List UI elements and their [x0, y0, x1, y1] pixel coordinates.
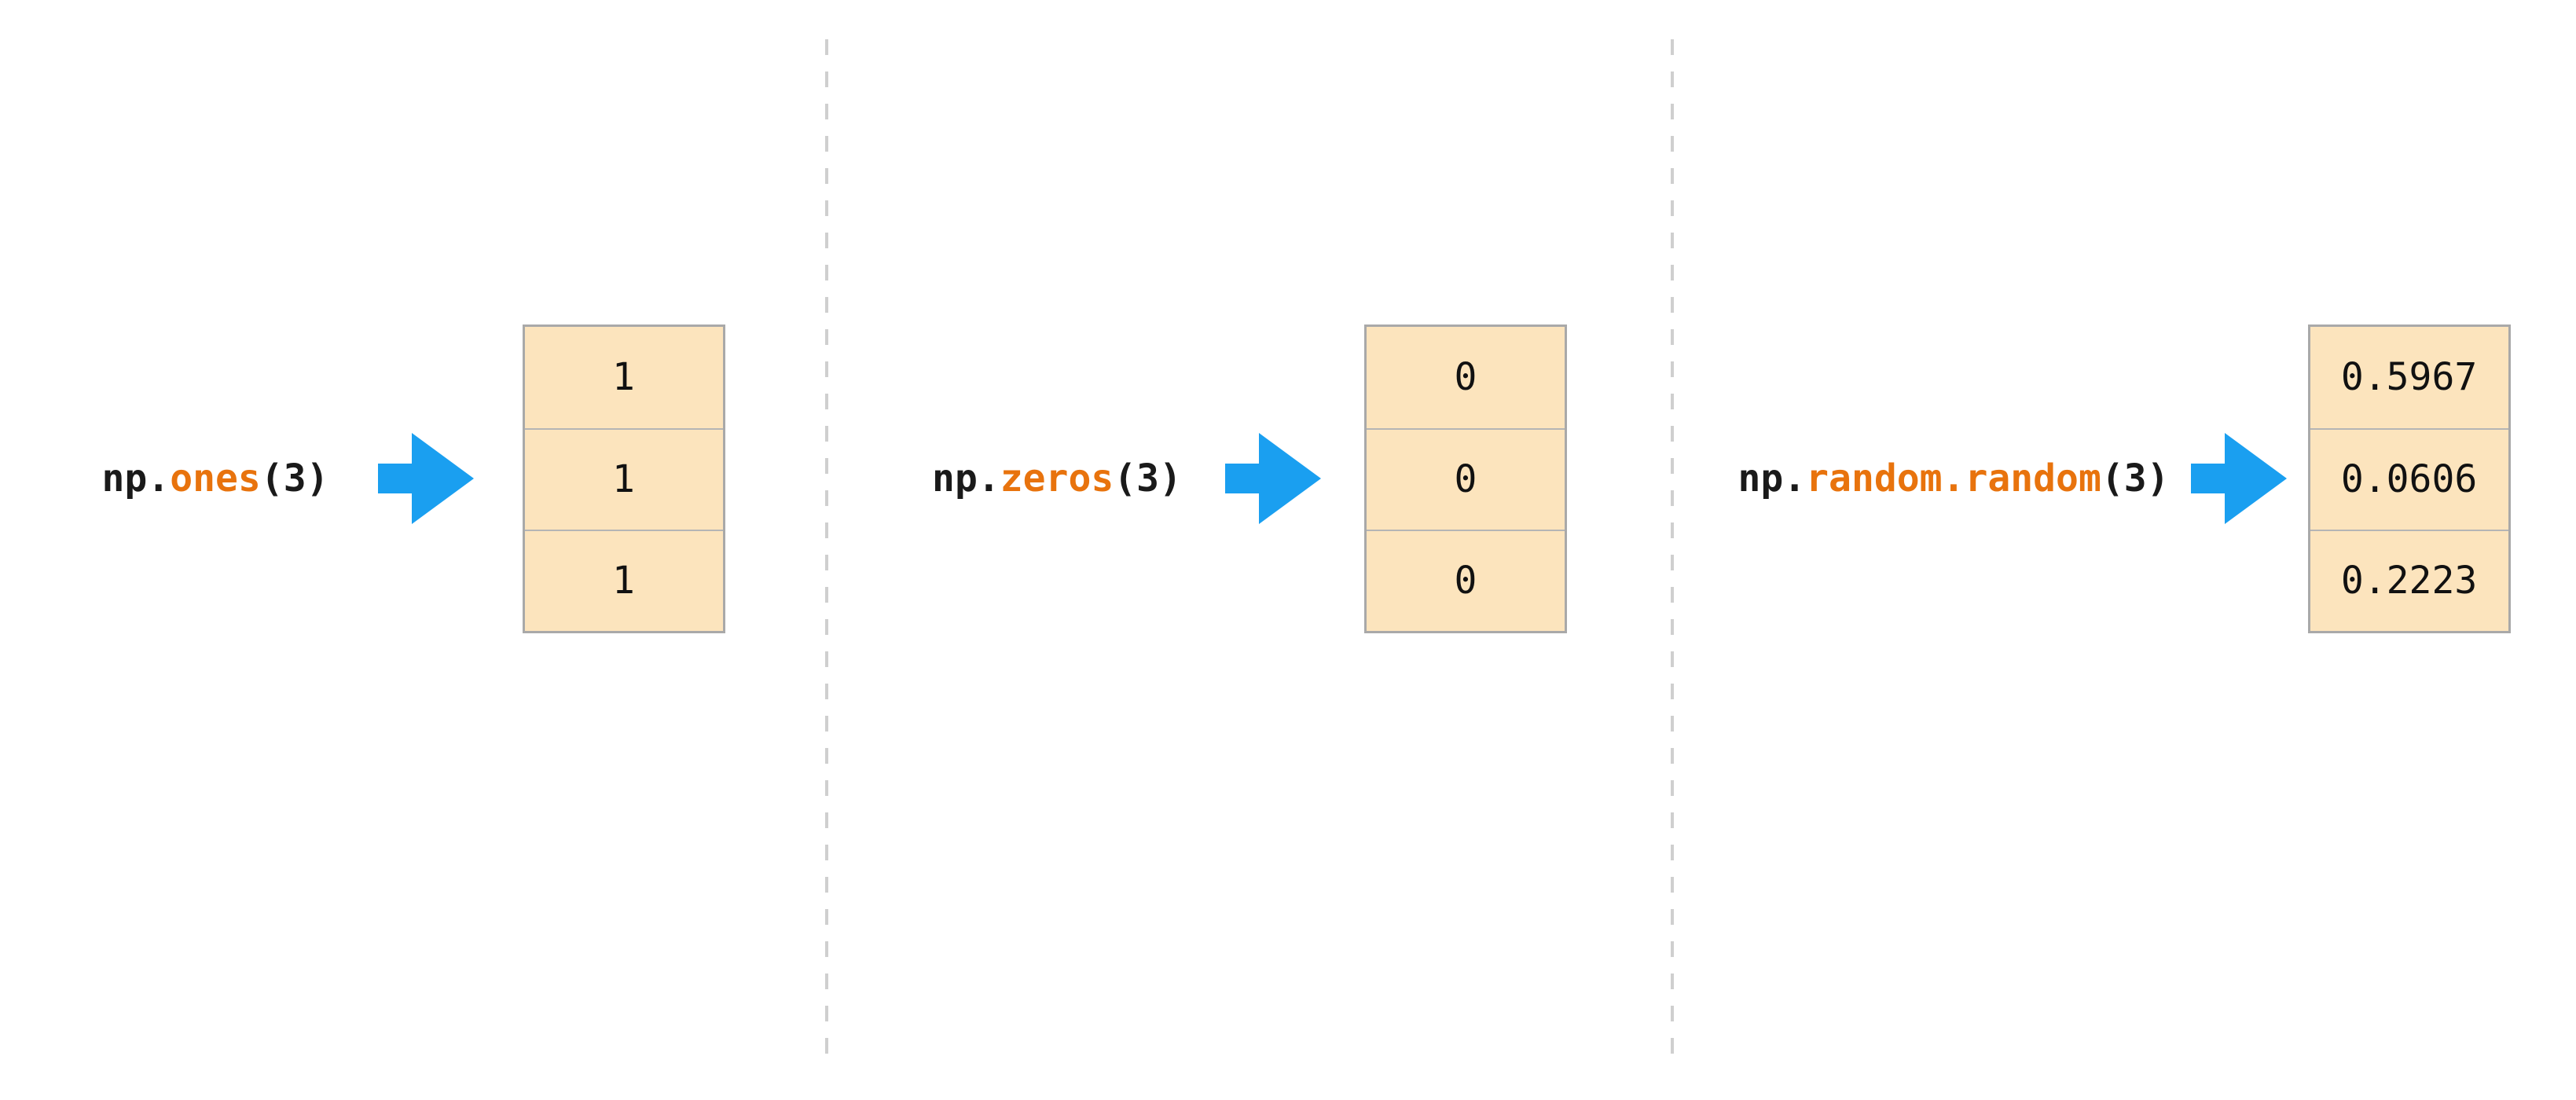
code-function-name: random.random: [1806, 456, 2101, 500]
code-prefix: np.: [101, 456, 171, 500]
code-function-name: zeros: [1000, 456, 1114, 500]
arrow-right-icon: [2190, 433, 2287, 524]
array-cell: 1: [524, 427, 723, 530]
array-cell: 0: [1366, 326, 1565, 428]
array-random: 0.5967 0.0606 0.2223: [2307, 324, 2511, 633]
panel-random: np.random.random(3) 0.5967 0.0606 0.2223: [1672, 0, 2576, 1100]
array-cell: 0.2223: [2310, 529, 2508, 631]
array-cell: 0.0606: [2310, 427, 2508, 530]
panel-ones: np.ones(3) 1 1 1: [0, 0, 827, 1100]
panel-ones-row: np.ones(3) 1 1 1: [102, 324, 725, 633]
code-label-ones: np.ones(3): [102, 456, 329, 500]
code-label-random: np.random.random(3): [1738, 456, 2169, 500]
panel-divider: [1671, 39, 1674, 1063]
panel-divider: [825, 39, 828, 1063]
code-suffix: (3): [260, 456, 329, 500]
array-cell: 0.5967: [2310, 326, 2508, 428]
code-label-zeros: np.zeros(3): [932, 456, 1182, 500]
array-ones: 1 1 1: [522, 324, 725, 633]
code-function-name: ones: [170, 456, 261, 500]
array-zeros: 0 0 0: [1363, 324, 1567, 633]
array-cell: 1: [524, 326, 723, 428]
array-cell: 1: [524, 529, 723, 631]
panel-zeros-row: np.zeros(3) 0 0 0: [932, 324, 1567, 633]
panel-random-row: np.random.random(3) 0.5967 0.0606 0.2223: [1738, 324, 2511, 633]
code-prefix: np.: [932, 456, 1000, 500]
panel-zeros: np.zeros(3) 0 0 0: [827, 0, 1672, 1100]
arrow-right-icon: [377, 433, 474, 524]
arrow-right-icon: [1224, 433, 1321, 524]
code-prefix: np.: [1738, 456, 1807, 500]
code-suffix: (3): [2101, 456, 2170, 500]
array-cell: 0: [1366, 427, 1565, 530]
array-cell: 0: [1366, 529, 1565, 631]
code-suffix: (3): [1114, 456, 1182, 500]
